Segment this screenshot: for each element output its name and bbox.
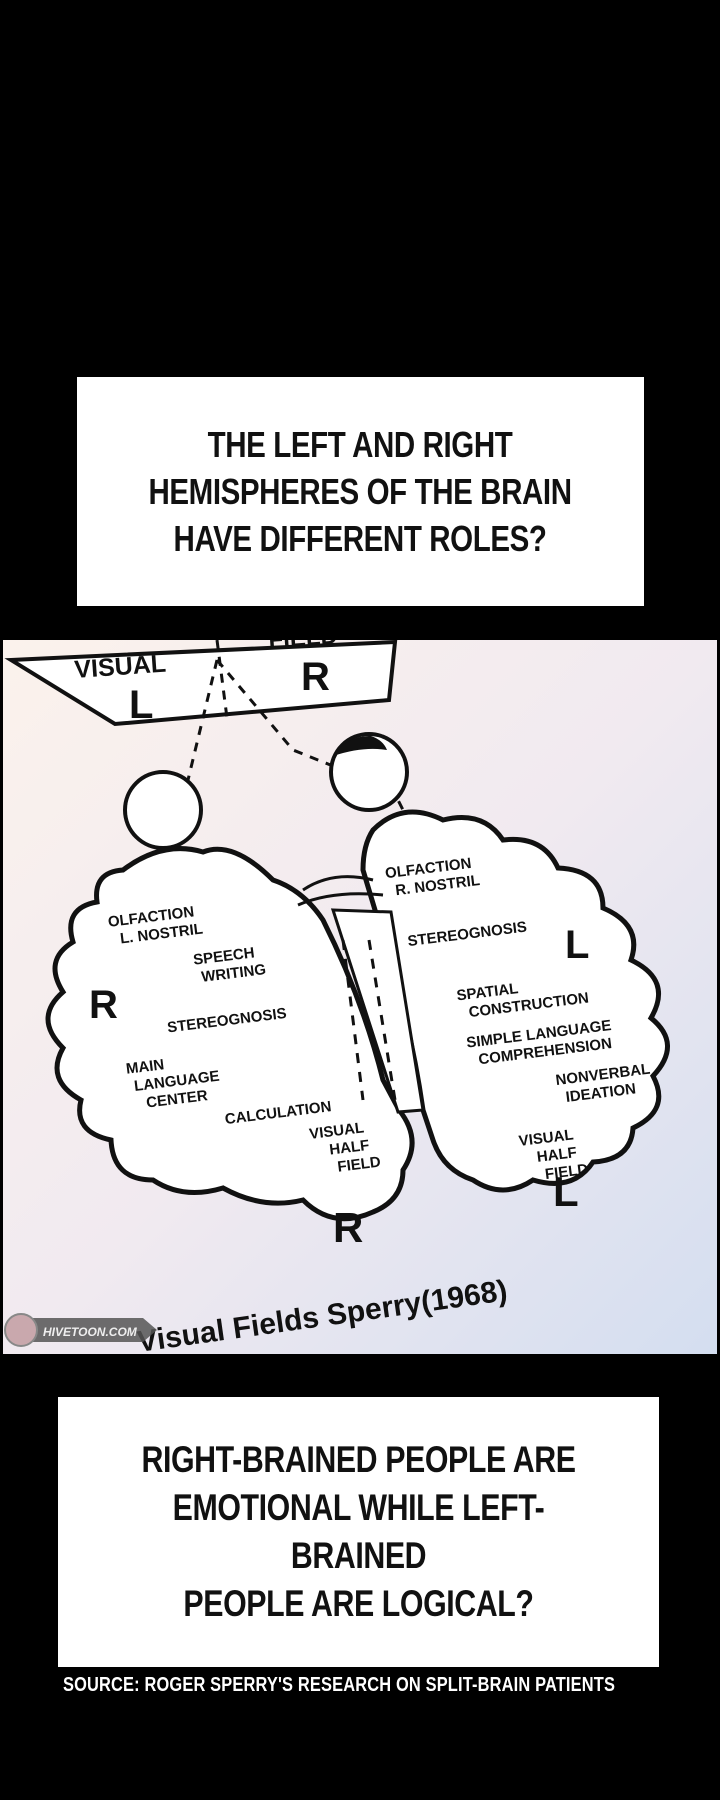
right-label-visual: VISUAL — [518, 1126, 575, 1150]
left-label-visual: VISUAL — [308, 1119, 365, 1143]
left-label-half: HALF — [328, 1137, 370, 1159]
callosum-dash-2 — [367, 939, 397, 1101]
left-label-main: MAIN — [125, 1056, 165, 1078]
caption-top-text: THE LEFT AND RIGHT HEMISPHERES OF THE BR… — [148, 424, 573, 559]
watermark-text: HIVETOON.COM — [43, 1325, 138, 1339]
right-label-field: FIELD — [544, 1161, 589, 1183]
left-label-field: FIELD — [337, 1154, 382, 1176]
field-left-letter: L — [129, 683, 153, 727]
source-note: SOURCE: ROGER SPERRY'S RESEARCH ON SPLIT… — [63, 1674, 616, 1696]
left-side-letter: R — [89, 983, 118, 1027]
right-side-letter: L — [565, 923, 589, 967]
caption-bottom-text: RIGHT-BRAINED PEOPLE ARE EMOTIONAL WHILE… — [141, 1439, 576, 1624]
caption-box-top: THE LEFT AND RIGHT HEMISPHERES OF THE BR… — [77, 377, 644, 606]
right-eye-pupil — [333, 735, 387, 756]
right-eye — [329, 732, 409, 812]
left-hemisphere — [45, 846, 415, 1222]
right-label-half: HALF — [536, 1144, 578, 1166]
callosum-dash-1 — [341, 939, 365, 1101]
left-bottom-letter: R — [333, 1204, 363, 1251]
field-right-letter: R — [301, 655, 330, 699]
caption-box-bottom: RIGHT-BRAINED PEOPLE ARE EMOTIONAL WHILE… — [58, 1397, 659, 1667]
optic-chiasm — [297, 875, 384, 907]
visual-label: VISUAL — [73, 650, 166, 684]
screen-divider — [215, 640, 229, 719]
corpus-callosum — [330, 908, 425, 1114]
watermark-logo-icon — [4, 1313, 38, 1347]
watermark: HIVETOON.COM — [4, 1313, 157, 1347]
visual-field-screen — [4, 640, 398, 727]
brain-diagram-panel: VISUAL FIELD L R OLFACTION L. NOSTRIL SP… — [3, 640, 717, 1354]
right-bottom-letter: L — [553, 1168, 579, 1215]
left-eye — [123, 770, 203, 850]
